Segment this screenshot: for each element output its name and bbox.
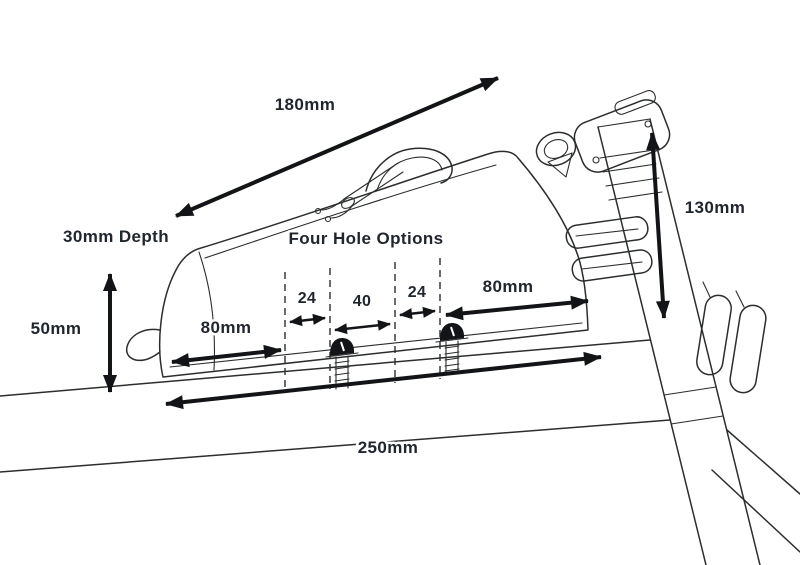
headset-spacer-line-3 <box>605 177 660 187</box>
top-tube-bag <box>125 147 653 378</box>
top-tube-lower-line <box>0 419 671 473</box>
label-24-right: 24 <box>408 284 427 301</box>
stem-body <box>573 99 671 173</box>
head-tube-right-edge <box>649 118 761 565</box>
head-tube-top-edge <box>597 118 651 128</box>
bag-front-seam <box>198 251 216 371</box>
dim-arrow-250mm <box>165 351 602 410</box>
dim-arrow-24-right <box>399 306 436 320</box>
bike-frame <box>0 90 800 565</box>
stem-top-cap <box>614 90 656 115</box>
dimension-arrows <box>103 76 670 410</box>
dim-arrow-40-center <box>334 319 391 335</box>
stem-bolt-1 <box>592 156 600 164</box>
brake-hood-right <box>729 304 767 394</box>
handlebar-cross-section-inner <box>543 139 569 159</box>
handlebar-cross-section-outer <box>535 131 577 167</box>
dim-arrow-180mm <box>175 76 499 218</box>
bag-handle-inner <box>376 156 443 191</box>
bag-outline <box>158 150 589 378</box>
head-tube-left-edge <box>597 126 707 565</box>
label-four-hole-options: Four Hole Options <box>288 229 443 248</box>
bolt-2-threads <box>444 345 460 372</box>
hole-option-lines <box>284 258 441 393</box>
brake-hood-link-1 <box>702 281 711 298</box>
dim-arrow-130mm <box>646 132 670 319</box>
label-40-center: 40 <box>353 293 372 310</box>
label-250mm: 250mm <box>358 438 419 457</box>
bolt-2-slot <box>450 326 455 337</box>
dim-arrow-24-left <box>289 313 326 327</box>
dim-arrow-80mm-left <box>171 344 282 368</box>
rear-strap-lower-slot <box>581 261 643 270</box>
stem-bolt-2 <box>644 120 652 128</box>
label-80mm-right: 80mm <box>483 277 534 296</box>
brake-hood-left <box>696 294 732 376</box>
label-130mm: 130mm <box>685 198 746 217</box>
rear-strap-upper-slot <box>575 228 639 237</box>
fork-crown-line-2 <box>670 415 724 425</box>
label-50mm: 50mm <box>31 319 82 338</box>
down-tube-lower-line <box>711 469 800 553</box>
cable-stop-tab <box>547 152 573 178</box>
dimension-labels: 180mm 130mm 30mm Depth 50mm Four Hole Op… <box>28 93 747 460</box>
down-tube-upper-line <box>726 429 800 495</box>
label-24-left: 24 <box>298 290 317 307</box>
brake-hood-link-2 <box>735 290 745 308</box>
fork-crown-line-1 <box>663 386 717 396</box>
label-30mm-depth: 30mm Depth <box>63 227 169 246</box>
label-180mm: 180mm <box>275 95 336 114</box>
bolt-1-slot <box>340 341 345 352</box>
dim-arrow-80mm-right <box>445 295 589 321</box>
front-strap-tab <box>125 328 161 362</box>
cord-knot-2 <box>324 215 332 223</box>
headset-spacer-line-1 <box>599 149 655 159</box>
bolt-2-flange <box>435 337 469 343</box>
label-80mm-left: 80mm <box>201 318 252 337</box>
